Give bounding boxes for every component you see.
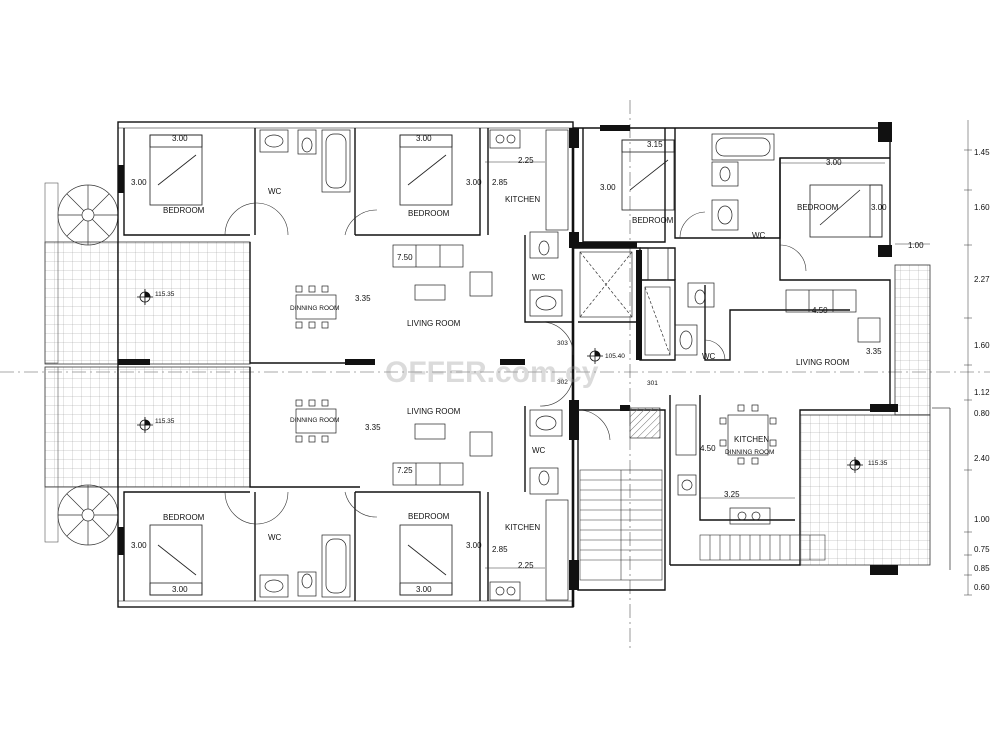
room-label-bedroom-bl: BEDROOM [163,513,205,522]
room-label-dining-b: DINNING ROOM [290,417,339,424]
dim-label-21: 3.00 [172,585,188,594]
room-label-wc-tc: WC [532,273,546,282]
light-shaft [579,251,671,356]
level-label-g: 301 [647,380,658,387]
sanitary-fixtures [259,129,775,601]
dim-label-18: 4.50 [700,444,716,453]
dim-label-13: 3.35 [355,294,371,303]
dim-label-7: 3.15 [647,140,663,149]
side-dim-label: 1.00 [974,515,990,524]
room-label-dining-t: DINNING ROOM [290,305,339,312]
side-dim-label: 1.12 [974,388,990,397]
dim-label-24: 2.85 [492,545,508,554]
room-label-wc-r2: WC [702,352,716,361]
dim-label-8: 3.00 [600,183,616,192]
dim-label-16: 3.35 [365,423,381,432]
level-label-d: 115.35 [868,460,888,467]
dim-label-10: 3.00 [871,203,887,212]
dimension-lines [485,120,972,596]
level-markers [137,289,863,473]
room-label-bedroom-r2: BEDROOM [797,203,839,212]
thick-walls [118,122,898,590]
room-label-wc-bl: WC [268,533,282,542]
dim-label-11: 1.00 [908,241,924,250]
room-label-wc-r1: WC [752,231,766,240]
level-label-c: 105.40 [605,353,625,360]
spiral-stair-bottom [57,484,119,546]
side-dim-label: 2.40 [974,454,990,463]
dim-label-2: 3.00 [131,178,147,187]
side-dim-label: 1.45 [974,148,990,157]
side-dim-label: 2.27 [974,275,990,284]
dim-label-20: 3.00 [131,541,147,550]
side-dim-label: 1.60 [974,203,990,212]
beds [149,134,883,596]
room-label-living-r: LIVING ROOM [796,358,850,367]
room-label-living-b: LIVING ROOM [407,407,461,416]
dim-label-1: 3.00 [172,134,188,143]
side-dim-label: 1.60 [974,341,990,350]
terrace-left-bottom [44,366,251,543]
spiral-stair-top [57,184,119,246]
room-label-bedroom-r1: BEDROOM [632,216,674,225]
room-label-wc-tl: WC [268,187,282,196]
dim-label-5: 2.25 [518,156,534,165]
dim-label-23: 3.00 [416,585,432,594]
side-dim-label: 0.75 [974,545,990,554]
room-label-bedroom-bm: BEDROOM [408,512,450,521]
dim-label-9: 3.00 [826,158,842,167]
dim-label-22: 3.00 [466,541,482,550]
dim-label-15: 3.35 [866,347,882,356]
side-dim-label: 0.80 [974,409,990,418]
room-label-wc-bc: WC [532,446,546,455]
dim-label-25: 2.25 [518,561,534,570]
terrace-left-top [44,182,251,365]
level-label-b: 115.35 [155,418,175,425]
side-dimension-column: 1.45 1.60 2.27 1.60 1.12 0.80 2.40 1.00 0.75 0.85… [974,148,990,592]
room-label-bedroom-tm: BEDROOM [408,209,450,218]
dim-label-3: 3.00 [416,134,432,143]
doors [224,202,807,525]
room-label-dining-r: DINNING ROOM [725,449,774,456]
dim-label-4: 3.00 [466,178,482,187]
furniture [295,244,881,486]
room-label-living-t: LIVING ROOM [407,319,461,328]
axis-lines [0,100,990,650]
main-staircase [579,469,663,581]
level-label-e: 303 [557,340,568,347]
dim-label-17: 7.25 [397,466,413,475]
level-label-a: 115.35 [155,291,175,298]
dim-label-19: 3.25 [724,490,740,499]
side-dim-label: 0.85 [974,564,990,573]
lift-hatch [629,407,661,439]
room-label-kitchen-r: KITCHEN [734,435,769,444]
dim-label-12: 7.50 [397,253,413,262]
level-label-f: 302 [557,379,568,386]
watermark-logo: OFFER.com.cy [385,356,599,389]
dim-label-14: 4.50 [812,306,828,315]
room-label-kitchen-t: KITCHEN [505,195,540,204]
dim-label-6: 2.85 [492,178,508,187]
terrace-right [799,264,951,570]
side-dim-label: 0.60 [974,583,990,592]
exterior-staircase [699,534,826,561]
room-label-kitchen-b: KITCHEN [505,523,540,532]
room-label-bedroom-tl: BEDROOM [163,206,205,215]
